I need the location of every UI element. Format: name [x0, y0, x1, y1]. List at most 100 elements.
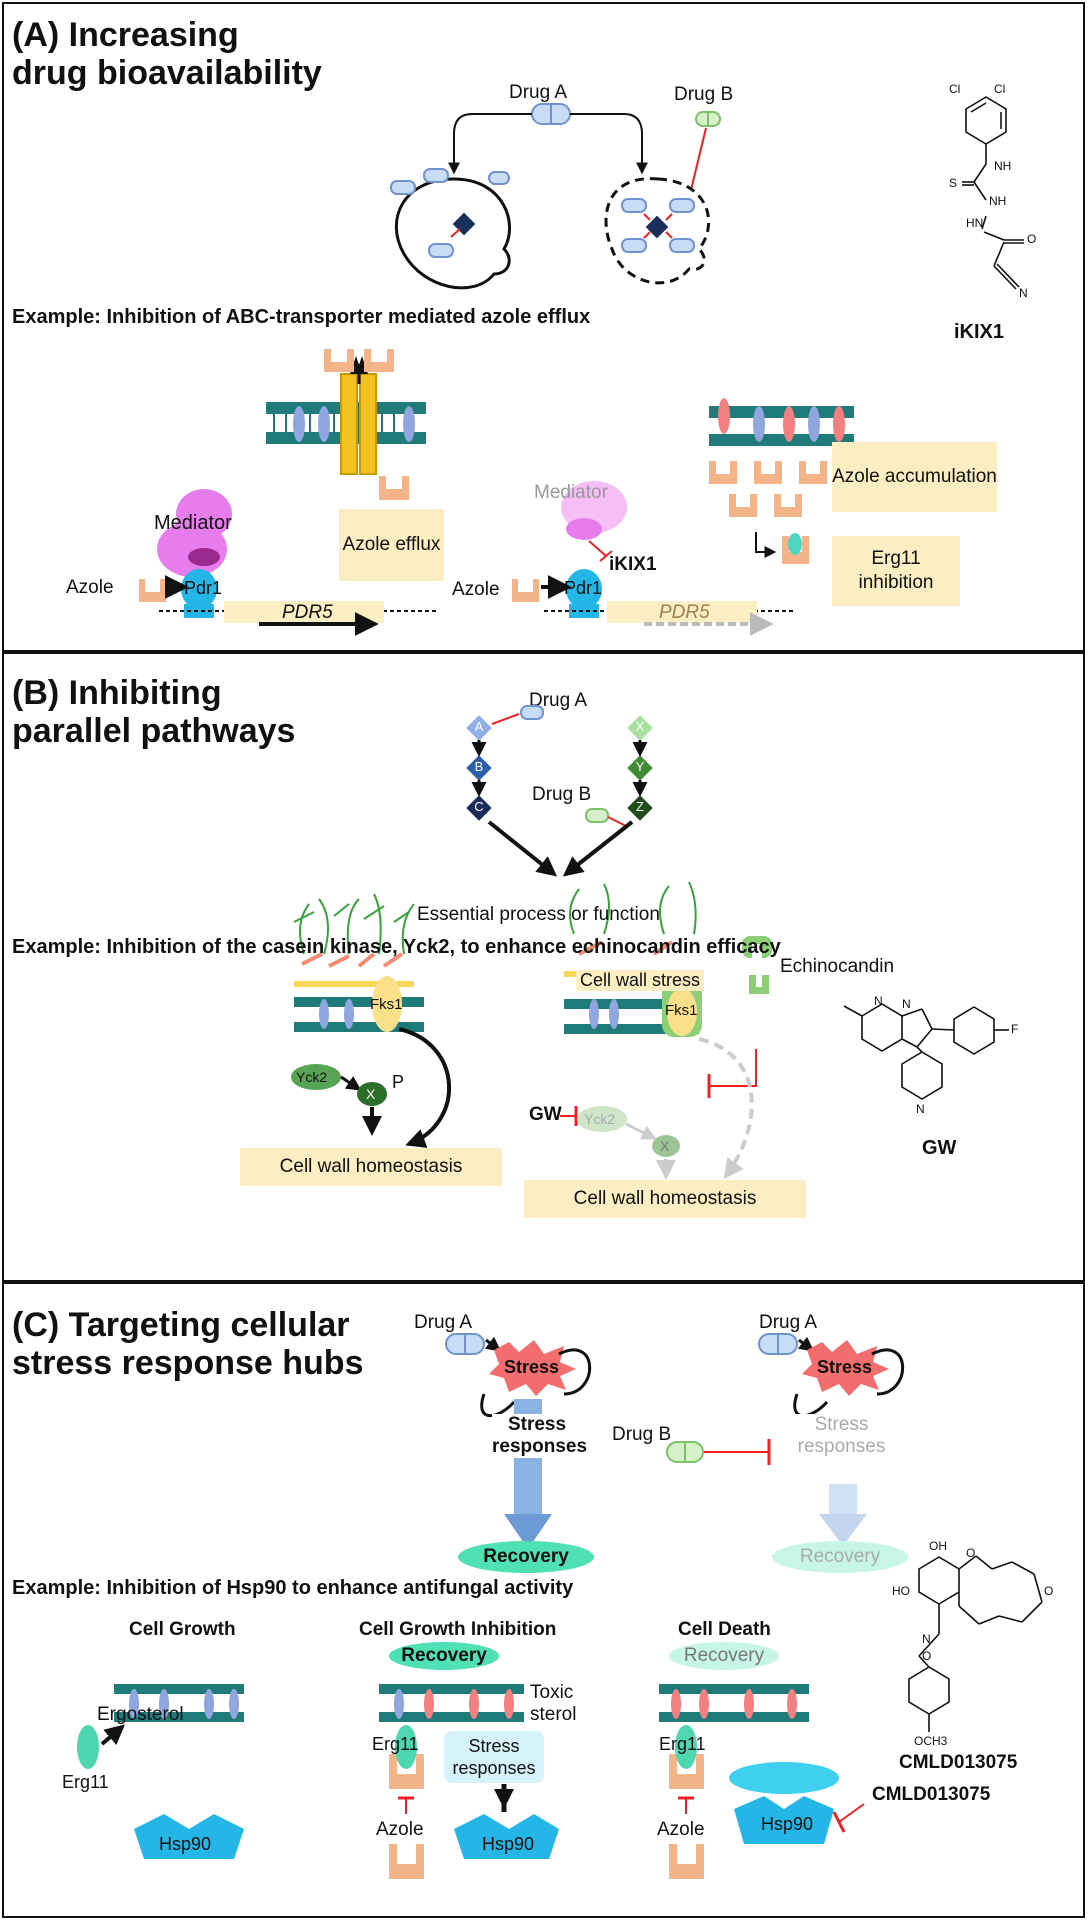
yck2-label-right: Yck2 — [584, 1111, 616, 1127]
panel-b: (B) Inhibiting parallel pathways Drug A … — [2, 652, 1085, 1282]
yck2-right — [577, 1106, 627, 1132]
yck2-label-left: Yck2 — [296, 1069, 328, 1085]
x-label-right: X — [660, 1138, 670, 1154]
pdr1-label-right: Pdr1 — [564, 578, 603, 598]
membrane-growth — [114, 1684, 244, 1722]
pdr1-right — [566, 569, 602, 609]
cell-wall-right — [564, 881, 702, 1037]
erg11-growth — [77, 1725, 99, 1769]
toxic-sterol-label: Toxic sterol — [530, 1682, 577, 1725]
chem-label-cl2: Cl — [994, 82, 1006, 96]
cell-growth-heading: Cell Growth — [129, 1619, 236, 1640]
essential-process-label: Essential process or function — [417, 904, 660, 925]
azole-label-left: Azole — [66, 577, 114, 598]
membrane-inhibition — [379, 1684, 524, 1722]
panel-c-title-line2: stress response hubs — [12, 1344, 364, 1382]
chem-label-o: O — [1027, 232, 1037, 246]
cell-wall-stress-label: Cell wall stress — [576, 970, 705, 991]
panel-c: (C) Targeting cellular stress response h… — [2, 1282, 1085, 1918]
hsp90-cochaperone — [729, 1762, 839, 1794]
gw-chem-n3: N — [916, 1102, 925, 1116]
cmld-chem-och3: OCH3 — [914, 1734, 948, 1748]
cmld-inhibitor-label: CMLD013075 — [872, 1784, 991, 1805]
x-label-left: X — [366, 1086, 376, 1102]
hsp90-death — [734, 1796, 834, 1844]
ikix1-structure — [962, 96, 1024, 290]
stress-label-2: Stress — [817, 1357, 873, 1377]
azole-accumulation-box: Azole accumulation — [832, 442, 997, 512]
stress-responses-box: Stress responses — [444, 1731, 544, 1783]
pdr5-label-right: PDR5 — [659, 602, 710, 623]
chem-label-hn: HN — [966, 216, 984, 230]
panel-a-graphics — [390, 96, 1024, 290]
panel-b-title-line2: parallel pathways — [12, 712, 296, 750]
ikix1-compound-name: iKIX1 — [954, 321, 1005, 343]
node-z: Z — [636, 799, 644, 814]
efflux-pump — [340, 356, 377, 475]
x-right — [652, 1135, 680, 1157]
cmld-chem-o3: O — [922, 1649, 932, 1663]
gw-structure — [843, 1003, 1009, 1100]
panel-b-title: (B) Inhibiting parallel pathways — [12, 674, 295, 750]
membrane-right — [709, 398, 854, 446]
azole-accumulation-text: Azole accumulation — [832, 466, 997, 487]
panel-a: (A) Increasing drug bioavailability Drug… — [2, 2, 1085, 652]
azole-accumulated — [709, 461, 827, 517]
p-label: P — [392, 1072, 405, 1092]
stress-burst-1 — [489, 1340, 576, 1396]
drug-a-label-b: Drug A — [529, 690, 588, 711]
recovery-1 — [458, 1541, 594, 1573]
gw-chem-n1: N — [874, 994, 883, 1008]
chem-label-n: N — [1019, 286, 1028, 300]
azole-label-inhibition: Azole — [376, 1819, 424, 1840]
panel-c-example: Example: Inhibition of Hsp90 to enhance … — [12, 1577, 574, 1599]
pdr5-label-left: PDR5 — [282, 602, 333, 623]
gw-compound-name: GW — [922, 1137, 957, 1159]
chem-label-nh1: NH — [994, 159, 1012, 173]
drug-a-arrow-left — [448, 113, 532, 175]
cmld-chem-oh: OH — [929, 1539, 947, 1553]
recovery-label-4: Recovery — [669, 1642, 779, 1670]
hsp90-label-growth: Hsp90 — [159, 1834, 212, 1854]
azole-label-right: Azole — [452, 579, 500, 600]
gw-inhibitor-label: GW — [529, 1104, 562, 1125]
fks1-label-left: Fks1 — [370, 996, 403, 1013]
erg11-target-death — [669, 1754, 704, 1789]
drug-b-inhibit — [689, 127, 707, 195]
recovery-label-1: Recovery — [483, 1546, 569, 1567]
ikix1-inhibitor-label: iKIX1 — [609, 554, 657, 575]
ergosterol-label: Ergosterol — [97, 1704, 184, 1725]
stress-responses-box-text: Stress responses — [452, 1736, 536, 1778]
gw-chem-n2: N — [902, 997, 911, 1011]
azole-efflux-text: Azole efflux — [342, 534, 441, 555]
x-left — [357, 1082, 387, 1106]
homeostasis-box-left: Cell wall homeostasis — [240, 1148, 502, 1186]
hsp90-growth — [134, 1814, 244, 1859]
panel-b-graphics — [291, 705, 1009, 1180]
homeostasis-box-right: Cell wall homeostasis — [524, 1180, 806, 1218]
node-a: A — [474, 719, 484, 734]
cmld-chem-n: N — [922, 1632, 931, 1646]
cmld-chem-o2: O — [1044, 1584, 1054, 1598]
cmld-compound-name: CMLD013075 — [899, 1752, 1018, 1773]
drug-a-label: Drug A — [509, 82, 568, 103]
echinocandin-label: Echinocandin — [780, 956, 895, 977]
membrane-death — [659, 1684, 809, 1722]
hsp90-inhibition — [454, 1814, 559, 1859]
recovery-2 — [772, 1541, 908, 1573]
erg11-target-inhibition — [389, 1754, 424, 1789]
node-x: X — [635, 719, 645, 734]
drug-b-label-c: Drug B — [612, 1424, 672, 1445]
cmld-chem-ho: HO — [892, 1584, 910, 1598]
erg11-label-growth: Erg11 — [62, 1772, 109, 1792]
erg11-label-death: Erg11 — [659, 1734, 706, 1754]
cell-death-heading: Cell Death — [678, 1619, 771, 1640]
cell-left — [394, 177, 512, 290]
panel-c-title: (C) Targeting cellular stress response h… — [12, 1306, 363, 1382]
drug-b-capsule — [695, 111, 721, 127]
azole-label-death: Azole — [657, 1819, 705, 1840]
drug-b-capsule-b — [585, 808, 609, 823]
recovery-label-3: Recovery — [389, 1642, 499, 1670]
erg11-label-inhibition: Erg11 — [372, 1734, 419, 1754]
drug-a-label-c2: Drug A — [759, 1312, 818, 1333]
